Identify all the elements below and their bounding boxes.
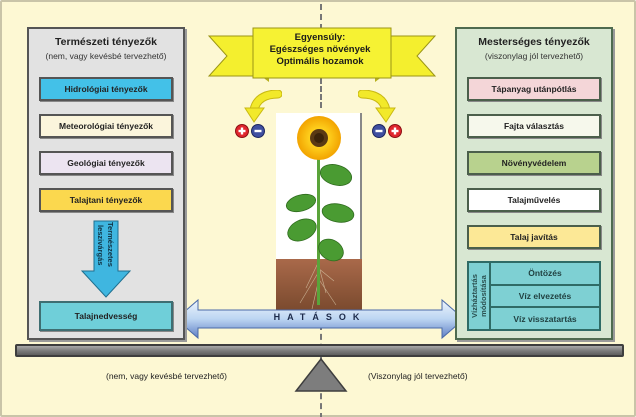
center-axis-mid: [320, 78, 322, 108]
variety-selection-box: Fajta választás: [467, 114, 601, 138]
geological-factors-box: Geológiai tényezők: [39, 151, 173, 175]
soil-improvement-box: Talaj javítás: [467, 225, 601, 249]
irrigation-row: Öntözés: [491, 263, 599, 286]
artificial-factors-subtitle: (viszonylag jól tervezhető): [484, 51, 584, 61]
water-management-rows: Öntözés Víz elvezetés Víz visszatartás: [491, 263, 599, 329]
banner-line-1: Egyensúly:: [294, 32, 346, 43]
plant-protection-box: Növényvédelem: [467, 151, 601, 175]
natural-factors-subtitle: (nem, vagy kevésbé tervezhető): [45, 51, 167, 61]
curved-arrow-left-icon: [244, 90, 282, 123]
minus-icon: [251, 124, 265, 138]
hydrological-factors-box: Hidrológiai tényezők: [39, 77, 173, 101]
water-retention-row: Víz visszatartás: [513, 313, 577, 324]
infiltration-down-arrow-icon: [80, 220, 132, 298]
nutrient-supply-box: Tápanyag utánpótlás: [467, 77, 601, 101]
banner-line-2: Egészséges növények: [269, 44, 371, 55]
banner-ribbon: [207, 27, 437, 82]
plus-icon: [235, 124, 249, 138]
stem: [317, 153, 320, 305]
banner-right-tail: [384, 35, 437, 77]
effects-label: HATÁSOK: [273, 312, 367, 322]
roots: [299, 262, 337, 310]
plus-minus-left: [235, 124, 265, 138]
tillage-box: Talajművelés: [467, 188, 601, 212]
bottom-right-label: (Viszonylag jól tervezhető): [368, 371, 468, 381]
drainage-row: Víz elvezetés: [491, 286, 599, 309]
center-axis-top: [320, 4, 322, 30]
sunflower-image: [276, 113, 362, 311]
natural-factors-panel: Természeti tényezők (nem, vagy kevésbé t…: [27, 27, 185, 340]
soil-factors-box: Talajtani tényezők: [39, 188, 173, 212]
banner-line-3: Optimális hozamok: [276, 56, 364, 67]
plus-icon: [388, 124, 402, 138]
meteorological-factors-box: Meteorológiai tényezők: [39, 114, 173, 138]
infiltration-label-2: leszivárgás: [96, 225, 105, 266]
banner-body: [252, 27, 392, 79]
curved-arrow-right-icon: [358, 90, 396, 123]
fulcrum-triangle-icon: [294, 357, 348, 392]
leaves: [285, 164, 355, 262]
flower-head: [297, 116, 341, 160]
minus-icon: [372, 124, 386, 138]
banner-left-tail: [207, 35, 260, 77]
natural-factors-title: Természeti tényezők: [55, 36, 157, 48]
banner-text: Egyensúly: Egészséges növények Optimális…: [255, 32, 385, 68]
balance-beam: [15, 344, 624, 357]
plus-minus-right: [372, 124, 402, 138]
infiltration-label-1: Természetes: [106, 222, 115, 267]
water-side-line-1: Vízháztartás: [470, 274, 479, 318]
artificial-factors-panel: Mesterséges tényezők (viszonylag jól ter…: [455, 27, 613, 340]
water-side-line-2: módosítása: [479, 275, 488, 317]
artificial-factors-title: Mesterséges tényezők: [478, 36, 590, 48]
bottom-left-label: (nem, vagy kevésbé tervezhető): [106, 371, 227, 381]
soil-moisture-box: Talajnedvesség: [39, 301, 173, 331]
